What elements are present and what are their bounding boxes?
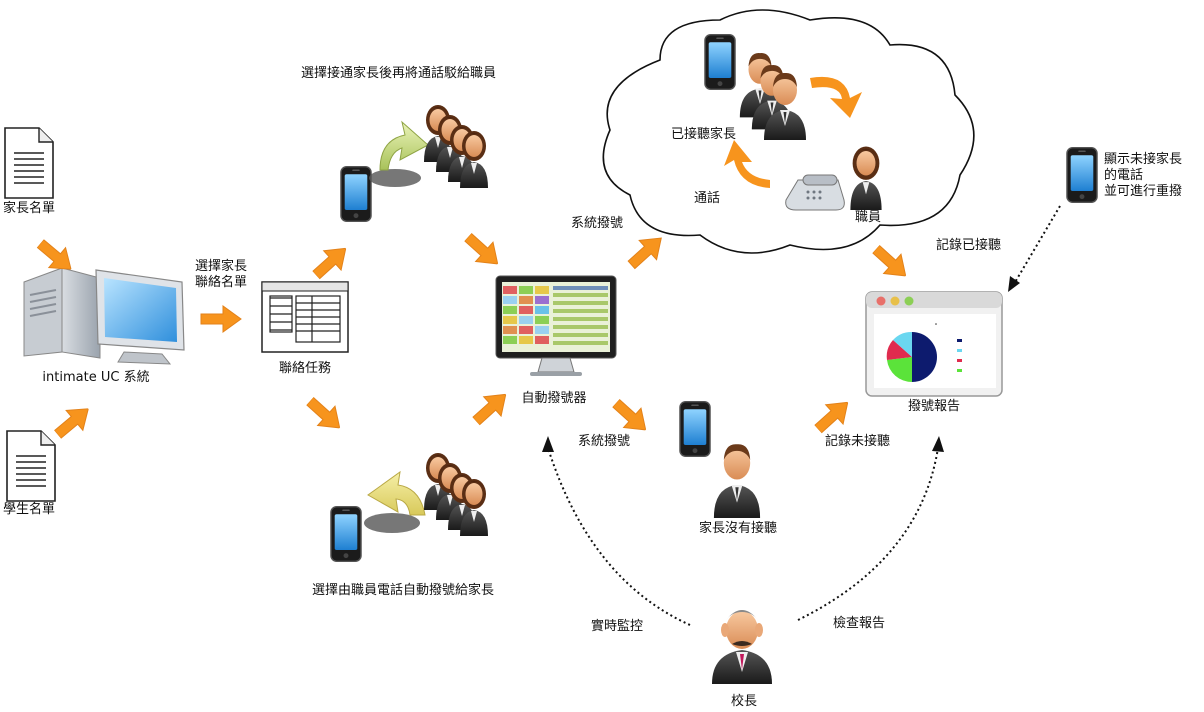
- select-parents-label-2: 聯絡名單: [195, 275, 248, 290]
- person-icon: [713, 444, 761, 518]
- computer-icon: [23, 267, 185, 365]
- document-icon: [4, 127, 54, 199]
- uc-system-label: intimate UC 系統: [42, 370, 150, 385]
- record-unanswered-label: 記錄未接聽: [825, 434, 891, 449]
- answered-parent-label: 已接聽家長: [671, 127, 737, 142]
- show-unanswered-label-1: 顯示未接家長: [1104, 152, 1183, 167]
- check-report-label: 檢查報告: [833, 616, 886, 631]
- realtime-monitor-label: 實時監控: [591, 619, 644, 634]
- dial-report-label: 撥號報告: [907, 399, 961, 414]
- desk-phone-icon: [785, 174, 845, 211]
- auto-dialer-label: 自動撥號器: [521, 391, 587, 406]
- transfer-to-staff-label: 選擇接通家長後再將通話駁給職員: [301, 66, 497, 81]
- system-dial-bottom-label: 系統撥號: [578, 434, 631, 449]
- phone-icon: [340, 165, 372, 223]
- people-icon: [424, 453, 488, 536]
- student-list-label: 學生名單: [3, 502, 56, 517]
- call-label: 通話: [694, 191, 721, 206]
- contact-task-label: 聯絡任務: [278, 361, 332, 376]
- people-icon: [424, 105, 488, 188]
- monitor-icon: [495, 275, 617, 376]
- select-parents-label-1: 選擇家長: [195, 259, 248, 274]
- show-unanswered-label-3: 並可進行重撥: [1104, 184, 1183, 199]
- system-dial-top-label: 系統撥號: [571, 216, 624, 231]
- phone-icon: [704, 33, 736, 91]
- phone-icon: [330, 505, 362, 563]
- record-answered-label: 記錄已接聽: [936, 238, 1002, 253]
- report-window-icon: [865, 291, 1003, 397]
- phone-icon: [679, 400, 711, 458]
- document-icon: [6, 430, 56, 502]
- parent-no-answer-label: 家長沒有接聽: [698, 521, 778, 536]
- parent-list-label: 家長名單: [3, 201, 56, 216]
- staff-dial-label: 選擇由職員電話自動撥號給家長: [312, 583, 495, 598]
- staff-label: 職員: [855, 210, 882, 225]
- principal-icon: [712, 610, 772, 684]
- show-unanswered-label-2: 的電話: [1104, 168, 1144, 183]
- phone-icon: [1066, 146, 1098, 204]
- dotted-arrow: [547, 205, 1061, 626]
- principal-label: 校長: [730, 694, 758, 709]
- table-icon: [261, 281, 349, 353]
